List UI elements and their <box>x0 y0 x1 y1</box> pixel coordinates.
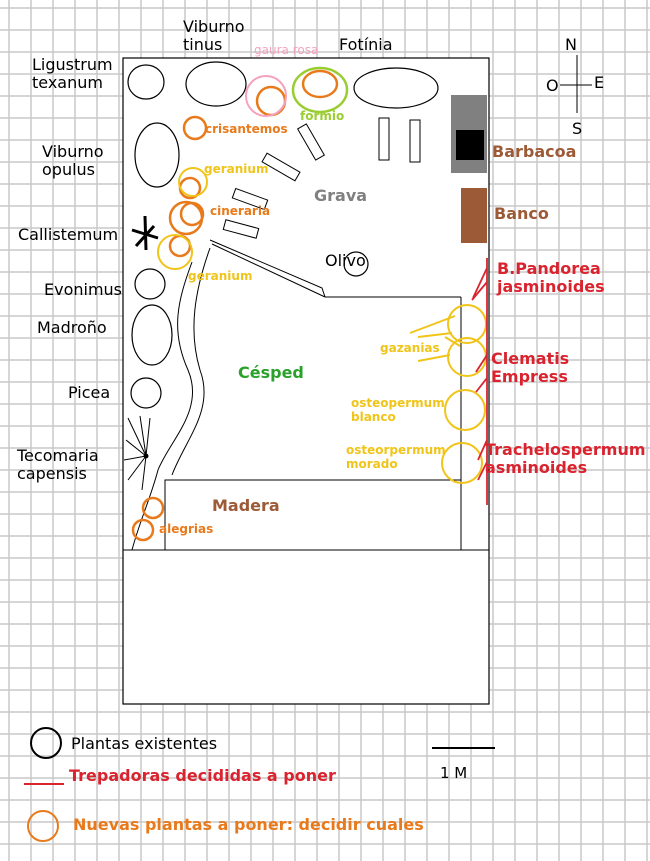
label-gaura-rosa: gaura rosa <box>254 43 319 57</box>
legend-new-icon <box>27 810 59 842</box>
label-geranium-2: geranium <box>188 269 253 283</box>
garden-outline <box>122 57 490 705</box>
existing-plants <box>127 61 439 409</box>
label-picea: Picea <box>68 383 111 402</box>
compass-south: S <box>572 119 583 138</box>
gaura-rosa-plant <box>245 75 287 117</box>
label-cesped: Césped <box>238 363 304 382</box>
label-madera: Madera <box>212 496 280 515</box>
label-evonimus: Evonimus <box>44 280 123 299</box>
label-pandorea: B.Pandorea jasminoides <box>497 259 605 297</box>
compass-rose <box>560 55 592 113</box>
viburno-tinus-plant <box>185 61 247 107</box>
compass-west: O <box>546 76 559 95</box>
gravel-border <box>211 243 326 298</box>
label-ligustrum: Ligustrum texanum <box>32 55 113 93</box>
label-callistemum: Callistemum <box>18 225 119 244</box>
legend-existing-text: Plantas existentes <box>71 734 218 753</box>
legend-new-text: Nuevas plantas a poner: decidir cuales <box>73 815 424 834</box>
label-olivo: Olivo <box>325 251 366 270</box>
label-cineraria: cineraria <box>210 204 271 218</box>
label-banco: Banco <box>494 204 549 223</box>
label-viburno-opulus: Viburno opulus <box>42 142 104 180</box>
label-fotinia: Fotínia <box>339 35 393 54</box>
label-osteo-morado: osteorpermum morado <box>346 443 446 471</box>
new-plants-yellow <box>157 167 487 484</box>
label-trachelospermum: Trachelospermum asminoides <box>485 440 646 478</box>
garden-path-edge <box>171 247 211 476</box>
evonimus-plant <box>134 268 166 300</box>
callistemum-plant <box>131 215 159 251</box>
label-osteo-blanco: osteopermum blanco <box>351 396 445 424</box>
label-grava: Grava <box>314 186 368 205</box>
tecomaria-plant <box>123 415 151 491</box>
scale-label: 1 M <box>440 764 468 782</box>
legend-existing-icon <box>30 727 62 759</box>
label-barbacoa: Barbacoa <box>492 142 577 161</box>
gravel-border-2 <box>209 239 326 298</box>
label-geranium-1: geranium <box>204 162 269 176</box>
label-formio: formio <box>300 109 345 123</box>
label-tecomaria: Tecomaria capensis <box>17 446 99 484</box>
viburno-opulus-plant <box>134 122 180 188</box>
olivo-plant <box>343 251 369 277</box>
ligustrum-plant <box>127 64 165 100</box>
compass-east: E <box>594 73 605 92</box>
label-crisantemos: crisantemos <box>205 122 288 136</box>
barbacoa-grill <box>456 130 484 160</box>
compass-north: N <box>565 35 577 54</box>
label-madrono: Madroño <box>37 318 107 337</box>
climbers-red <box>471 258 488 505</box>
legend-climbers-text: Trepadoras decididas a poner <box>69 766 336 785</box>
label-gazanias: gazanias <box>380 341 440 355</box>
formio-plant <box>291 66 349 114</box>
fotinia-plant <box>353 67 439 109</box>
picea-plant <box>130 377 162 409</box>
madera-deck <box>164 479 462 551</box>
stepping-stones <box>222 117 421 239</box>
label-viburno-tinus: Viburno tinus <box>183 17 245 55</box>
madrono-plant <box>131 304 173 366</box>
banco-block <box>461 188 487 243</box>
garden-path <box>131 261 194 551</box>
label-alegrias: alegrias <box>159 522 214 536</box>
label-clematis: Clematis Empress <box>491 349 570 387</box>
